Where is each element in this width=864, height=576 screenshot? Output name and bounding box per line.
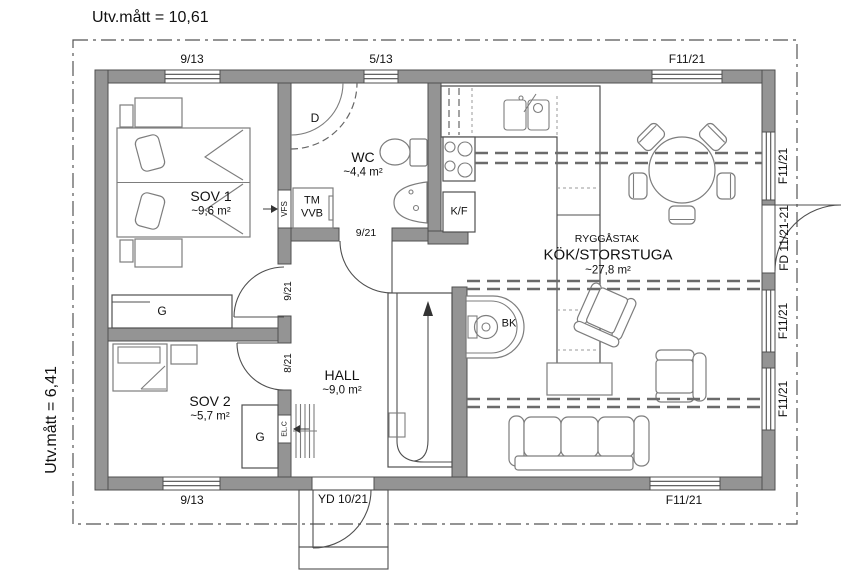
vfs-label: VFS — [279, 201, 289, 217]
heater-label: VVB — [300, 207, 324, 220]
shower-label: D — [310, 111, 320, 125]
window-label-bottom-right: F11/21 — [665, 493, 703, 507]
dim-height-label: Utv.mått = 6,41 — [43, 366, 60, 474]
windows — [162, 69, 776, 491]
wardrobe-label-sov1: G — [157, 304, 167, 318]
washer-label: TM — [304, 194, 320, 207]
window-top-mid — [363, 69, 399, 84]
room-label-sov2: SOV 2 — [189, 393, 231, 409]
radiator — [293, 404, 317, 458]
wardrobe-sov2 — [241, 404, 279, 469]
double-bed — [116, 127, 251, 238]
stairs — [387, 292, 453, 468]
door-label-entry: YD 10/21 — [317, 492, 369, 506]
door-swings — [233, 240, 393, 391]
window-label-right-bottom: F11/21 — [776, 380, 790, 418]
stove — [442, 136, 476, 182]
armchair-right — [655, 349, 707, 403]
toilet — [379, 138, 428, 167]
wood-stove-label: BK — [501, 317, 517, 330]
sofa — [508, 415, 650, 471]
door-label-sov2: 8/21 — [283, 353, 294, 373]
room-label-wc: WC — [351, 149, 375, 165]
elc-arrow — [293, 425, 309, 433]
area-label-wc: ~4,4 m² — [343, 166, 383, 179]
armchair-rotated — [573, 282, 637, 348]
window-label-right-mid: F11/21 — [776, 302, 790, 340]
door-label-wc: 9/21 — [355, 226, 377, 239]
washbasin — [393, 181, 428, 224]
single-bed — [112, 343, 198, 392]
shower-enclosure — [290, 82, 358, 150]
dimension-boundary-line — [72, 39, 798, 525]
window-label-right-top: F11/21 — [776, 147, 790, 185]
dining-table — [628, 122, 736, 225]
window-top-right — [651, 69, 723, 84]
window-right-top — [761, 131, 776, 201]
fridge-freezer — [442, 191, 476, 233]
wood-stove — [465, 295, 525, 359]
window-bottom-left — [162, 476, 221, 491]
door-label-fd: FD 11/21-21 — [777, 205, 791, 271]
room-label-kitchen: KÖK/STORSTUGA — [543, 246, 673, 264]
nightstands — [119, 97, 183, 268]
area-label-kitchen: ~27,8 m² — [585, 264, 631, 277]
area-label-sov1: ~9,6 m² — [191, 205, 231, 218]
roof-note-label: RYGGÅSTAK — [574, 232, 640, 245]
room-label-hall: HALL — [324, 367, 360, 383]
room-label-sov1: SOV 1 — [190, 188, 232, 204]
area-label-sov2: ~5,7 m² — [190, 410, 230, 423]
window-top-left — [164, 69, 221, 84]
electrical-label: EL.C — [281, 421, 288, 437]
window-right-mid — [761, 289, 776, 353]
coffee-table — [546, 362, 613, 396]
window-label-top-left: 9/13 — [180, 52, 204, 66]
window-bottom-right — [649, 476, 721, 491]
door-fd-right — [761, 204, 842, 274]
area-label-hall: ~9,0 m² — [322, 384, 362, 397]
fridge-label: K/F — [450, 205, 468, 218]
washer-heater-unit — [292, 187, 334, 229]
interior-walls — [107, 82, 469, 478]
dim-width-label: Utv.mått = 10,61 — [92, 9, 209, 26]
window-label-top-right: F11/21 — [668, 52, 706, 66]
wardrobe-label-sov2: G — [255, 430, 265, 444]
entry-door-yd — [298, 476, 389, 570]
window-right-bottom — [761, 367, 776, 431]
window-label-bottom-left: 9/13 — [180, 493, 204, 507]
door-label-sov1: 9/21 — [283, 281, 294, 301]
vfs-arrow — [263, 205, 278, 213]
kitchen-sink — [503, 93, 550, 131]
ridge-dashed-lines — [467, 151, 762, 409]
wardrobe-sov1 — [111, 294, 233, 329]
window-label-top-mid: 5/13 — [369, 52, 393, 66]
